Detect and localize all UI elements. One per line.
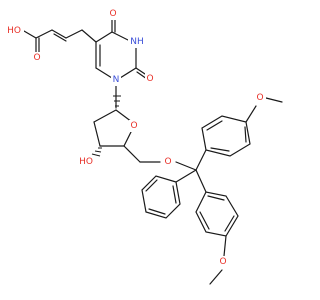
bond-n1-c6	[95, 67, 113, 79]
ring-phenyl	[141, 175, 181, 219]
atom-o5prime: O	[164, 157, 171, 167]
bond-trityl-to-bottom-aryl	[195, 169, 207, 193]
atom-3prime-hydroxyl: HO	[79, 157, 93, 167]
bond-top-o-me	[265, 97, 283, 103]
atom-bottom-methoxy-oxygen: O	[219, 257, 226, 267]
bond-acid-c-oh	[23, 30, 37, 39]
bond-c4prime-o4prime	[123, 129, 133, 147]
ring-bottom-inner-3	[207, 195, 225, 201]
bond-vinyl-1	[51, 29, 67, 39]
ring-phenyl-inner-2	[148, 208, 166, 215]
bond-vinyl-to-c5	[81, 29, 97, 43]
ring-phenyl-inner-3	[172, 185, 177, 204]
bond-c2prime-c3prime	[93, 121, 101, 147]
atom-top-methoxy-oxygen: O	[256, 93, 263, 103]
atom-n3-h: NH	[130, 37, 144, 47]
bond-trityl-to-top-aryl	[195, 149, 207, 171]
bond-bottom-o-me	[209, 269, 223, 285]
atom-o2: O	[146, 74, 153, 84]
atom-ring-oxygen: O	[130, 121, 137, 131]
stereo-bonds	[91, 95, 142, 164]
atom-acid-hydroxyl: HO	[7, 26, 21, 36]
bond-vinyl-2	[65, 29, 83, 39]
ring-top-inner-2	[244, 126, 247, 143]
hash-c3prime-oh	[91, 147, 102, 157]
ring-top-inner-1	[206, 120, 223, 131]
ring-bottom-inner-1	[199, 211, 210, 230]
bonds	[23, 19, 283, 285]
ring-phenyl-inner-1	[145, 179, 158, 192]
atom-o4: O	[109, 9, 116, 19]
atom-labels: HO O O NH O N O HO O O O	[4, 8, 266, 268]
molecule-structure: HO O O NH O N O HO O O O	[4, 8, 283, 285]
bond-vinyl-1-double	[53, 33, 67, 42]
bond-o5prime-trityl	[175, 161, 197, 171]
bond-c5-c4	[95, 31, 113, 43]
bond-bottom-aryl-o	[223, 235, 227, 257]
bond-c1prime-c2prime	[93, 109, 117, 123]
ring-bottom-inner-2	[224, 215, 235, 232]
hash-c1prime-n1	[113, 95, 121, 107]
bond-acid-c-c	[35, 29, 53, 39]
atom-n1: N	[113, 75, 120, 85]
bond-top-aryl-o	[245, 105, 257, 123]
bond-c2-n1	[119, 67, 137, 79]
ring-top-inner-3	[210, 147, 230, 152]
atom-acid-carbonyl-oxygen: O	[33, 53, 40, 63]
bond-c4prime-c5prime	[123, 145, 141, 163]
bond-trityl-to-phenyl	[175, 169, 197, 183]
